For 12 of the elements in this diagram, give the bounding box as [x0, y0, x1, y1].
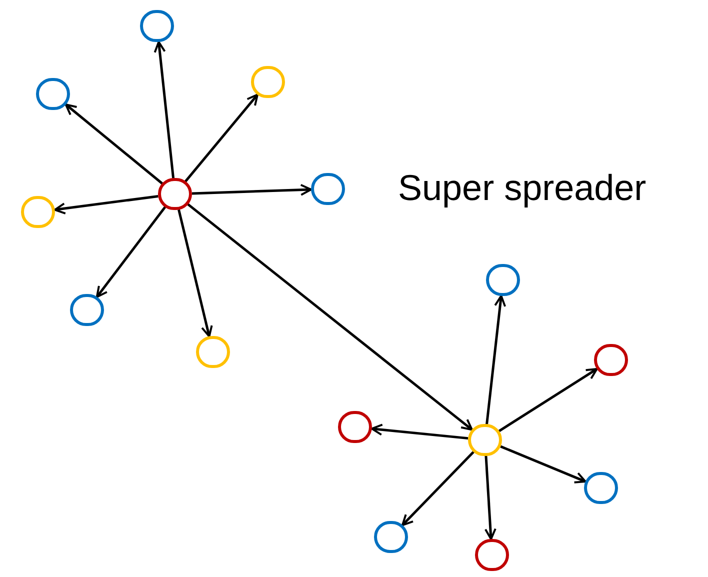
arrow	[500, 445, 586, 484]
arrow	[370, 424, 468, 440]
arrow	[401, 450, 474, 526]
arrow	[187, 203, 473, 431]
arrow	[54, 194, 158, 214]
arrow	[486, 294, 506, 424]
arrow	[154, 40, 175, 178]
arrow	[484, 456, 496, 540]
arrow	[64, 104, 163, 184]
diagram-label: Super spreader	[398, 170, 646, 206]
arrow	[192, 184, 312, 196]
arrow	[178, 209, 213, 338]
